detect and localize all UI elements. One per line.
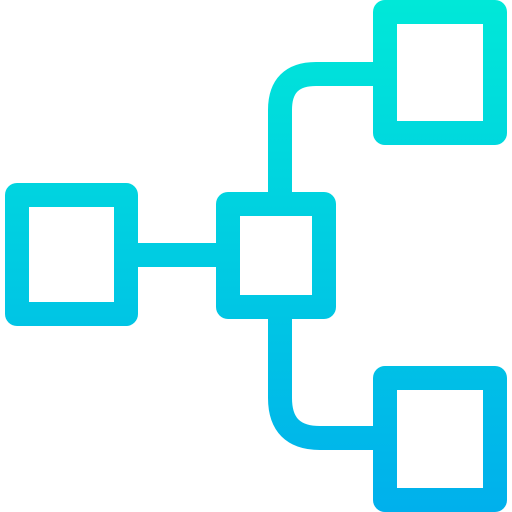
- top-right-node-box: [373, 0, 507, 145]
- top-connector: [268, 62, 375, 194]
- bottom-connector: [268, 317, 375, 450]
- bottom-right-node-box: [373, 366, 507, 512]
- left-node-box: [5, 183, 138, 326]
- center-node-box: [216, 192, 336, 319]
